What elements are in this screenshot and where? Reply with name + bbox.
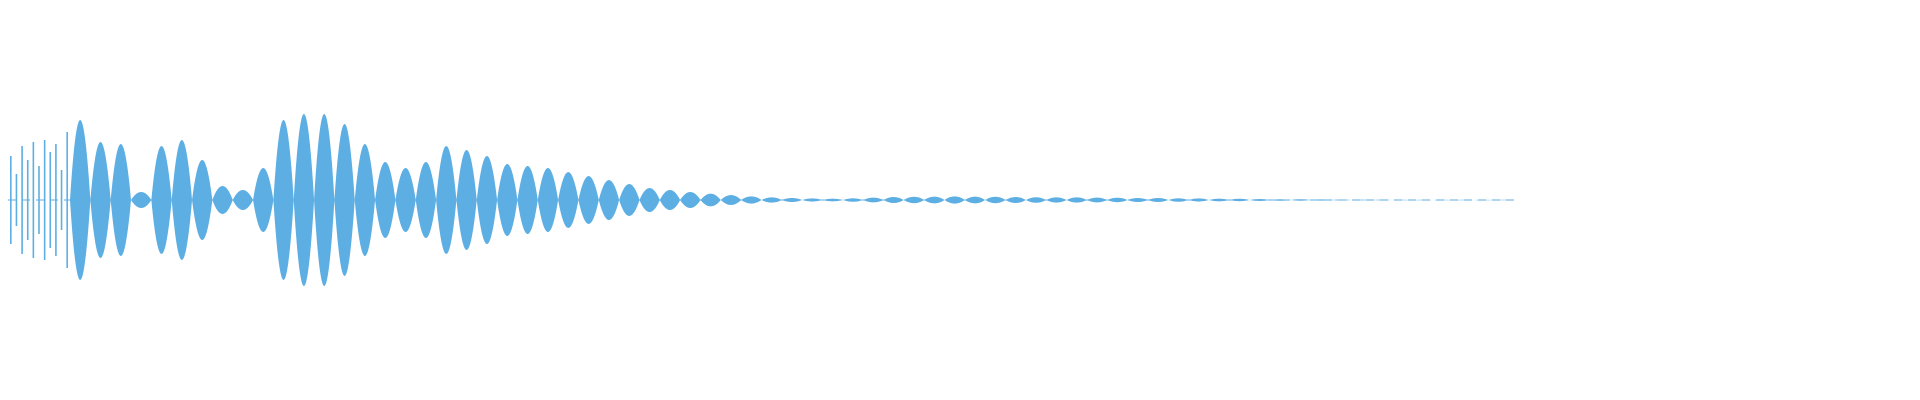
waveform-lobe xyxy=(1188,198,1209,202)
waveform-lobe xyxy=(314,114,335,286)
waveform-lobe xyxy=(354,144,376,256)
waveform-lobe xyxy=(70,120,91,280)
waveform-lobe xyxy=(863,197,884,203)
waveform-lobe xyxy=(964,196,986,204)
waveform-lobe xyxy=(537,168,559,232)
waveform-lobe xyxy=(1432,199,1453,201)
waveform-lobe xyxy=(1473,199,1494,201)
waveform-lobe xyxy=(1310,199,1331,201)
waveform-lobe xyxy=(639,188,660,212)
waveform-lobe xyxy=(598,180,620,220)
waveform-lobe xyxy=(212,186,233,214)
waveform-lobe xyxy=(1147,198,1169,202)
waveform-lobe xyxy=(659,190,681,210)
waveform-lobe xyxy=(1412,199,1433,201)
waveform-lobe xyxy=(1168,198,1189,202)
waveform-lobe xyxy=(293,114,315,286)
waveform-lobe xyxy=(680,192,701,208)
waveform-lobe xyxy=(842,198,864,202)
waveform-lobe xyxy=(1208,198,1230,202)
waveform-lobe xyxy=(1107,197,1128,203)
waveform-lobe xyxy=(883,197,904,203)
waveform-lobe xyxy=(232,190,254,210)
waveform-lobe xyxy=(1269,199,1291,201)
waveform-lobe xyxy=(90,142,111,258)
waveform-lobe xyxy=(334,124,355,276)
waveform-lobe xyxy=(619,184,640,216)
waveform-lobe xyxy=(151,146,172,254)
waveform-lobe xyxy=(802,198,823,202)
waveform-lobe xyxy=(1046,197,1067,203)
waveform-lobe xyxy=(1005,197,1026,203)
waveform-lobe xyxy=(781,198,803,202)
waveform-lobe xyxy=(131,192,152,208)
waveform-lobe xyxy=(1086,197,1108,203)
waveform-lobe xyxy=(436,146,457,254)
waveform-lobe xyxy=(558,172,579,228)
waveform-lobe xyxy=(1229,198,1250,202)
waveform-lobe xyxy=(395,168,416,232)
waveform-lobe xyxy=(375,162,396,238)
waveform-lobe xyxy=(1290,199,1311,201)
waveform-lobe xyxy=(761,197,782,203)
waveform-lobe xyxy=(903,196,925,204)
waveform-lobe xyxy=(741,196,762,204)
waveform-lobe xyxy=(476,156,498,244)
waveform-lobe xyxy=(497,164,518,236)
waveform-lobe xyxy=(1371,199,1392,201)
waveform-lobe xyxy=(1351,199,1372,201)
waveform-lobe xyxy=(720,195,742,205)
waveform-shape-group xyxy=(10,114,1514,286)
waveform-lobe xyxy=(1249,199,1270,201)
waveform-lobe xyxy=(578,176,599,224)
waveform-lobe xyxy=(110,144,132,256)
waveform-lobe xyxy=(273,120,294,280)
waveform-lobe xyxy=(985,196,1006,204)
waveform-lobe xyxy=(924,196,945,204)
waveform-lobe xyxy=(253,168,274,232)
waveform-lobe xyxy=(1127,198,1148,202)
waveform-lobe xyxy=(1391,199,1413,201)
waveform-lobe xyxy=(1025,197,1047,203)
waveform-lobe xyxy=(171,140,193,260)
waveform-lobe xyxy=(456,150,477,250)
waveform-lobe xyxy=(700,193,721,207)
waveform-lobe xyxy=(1066,197,1087,203)
waveform-lobe xyxy=(517,166,538,234)
waveform-lobe xyxy=(1330,199,1352,201)
waveform-lobe xyxy=(822,198,843,202)
waveform-lobe xyxy=(192,160,213,240)
waveform-lobe xyxy=(944,196,965,204)
waveform-lobe xyxy=(1493,199,1514,201)
waveform-lobe xyxy=(415,162,437,238)
waveform-lobe xyxy=(1452,199,1474,201)
